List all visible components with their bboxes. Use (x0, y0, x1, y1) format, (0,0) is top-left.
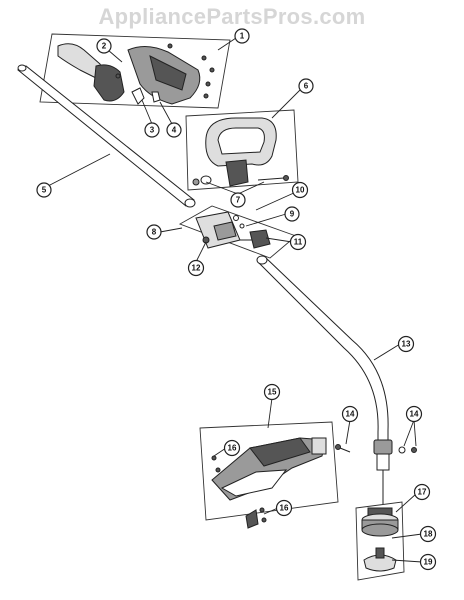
callout-5: 5 (36, 182, 52, 198)
callout-5-label: 5 (42, 186, 47, 195)
callout-12: 12 (187, 259, 205, 277)
callout-18: 18 (419, 525, 437, 543)
callout-7-label: 7 (236, 196, 241, 205)
callout-9-label: 9 (290, 210, 295, 219)
callout-11: 11 (289, 233, 307, 251)
part-13-lower-curved-shaft (256, 255, 393, 506)
leader-lines (47, 37, 423, 563)
callout-10-label: 10 (296, 186, 305, 195)
callout-13-label: 13 (402, 340, 411, 349)
callout-3-label: 3 (150, 126, 155, 135)
callout-15: 15 (263, 383, 281, 401)
callout-8: 8 (146, 224, 162, 240)
callout-6: 6 (298, 78, 314, 94)
callout-4-label: 4 (172, 126, 177, 135)
callout-19-label: 19 (424, 558, 433, 567)
part-8-coupler-assembly (178, 205, 297, 259)
callout-1-label: 1 (240, 32, 245, 41)
callout-10: 10 (291, 181, 309, 199)
callout-8-label: 8 (152, 228, 157, 237)
callout-16-top-label: 16 (228, 444, 237, 453)
callout-7: 7 (230, 192, 246, 208)
callout-19: 19 (419, 553, 437, 571)
callout-9: 9 (284, 206, 300, 222)
part-6-front-handle-assembly (185, 109, 299, 191)
callout-1: 1 (234, 28, 250, 44)
callout-17: 17 (413, 483, 431, 501)
callout-14-left: 14 (341, 405, 359, 423)
watermark-logo: AppliancePartsPros.com (98, 4, 366, 29)
part-17-trimmer-head-assembly (355, 501, 405, 581)
callout-16-top: 16 (223, 439, 241, 457)
callout-12-label: 12 (192, 264, 201, 273)
callout-17-label: 17 (418, 488, 427, 497)
callout-3: 3 (144, 122, 160, 138)
callout-2-label: 2 (102, 42, 107, 51)
part-14-screws (335, 444, 417, 454)
callout-6-label: 6 (304, 82, 309, 91)
callout-14-right-label: 14 (410, 410, 419, 419)
callout-14-right: 14 (405, 405, 423, 423)
callout-16-bottom: 16 (275, 499, 293, 517)
part-5-upper-shaft (17, 64, 196, 208)
callout-4: 4 (166, 122, 182, 138)
callout-11-label: 11 (294, 238, 303, 247)
callout-2: 2 (96, 38, 112, 54)
callout-13: 13 (397, 335, 415, 353)
callout-15-label: 15 (268, 388, 277, 397)
callout-18-label: 18 (424, 530, 433, 539)
part-1-housing-assembly (39, 33, 231, 109)
callout-16-bottom-label: 16 (280, 504, 289, 513)
callout-14-left-label: 14 (346, 410, 355, 419)
